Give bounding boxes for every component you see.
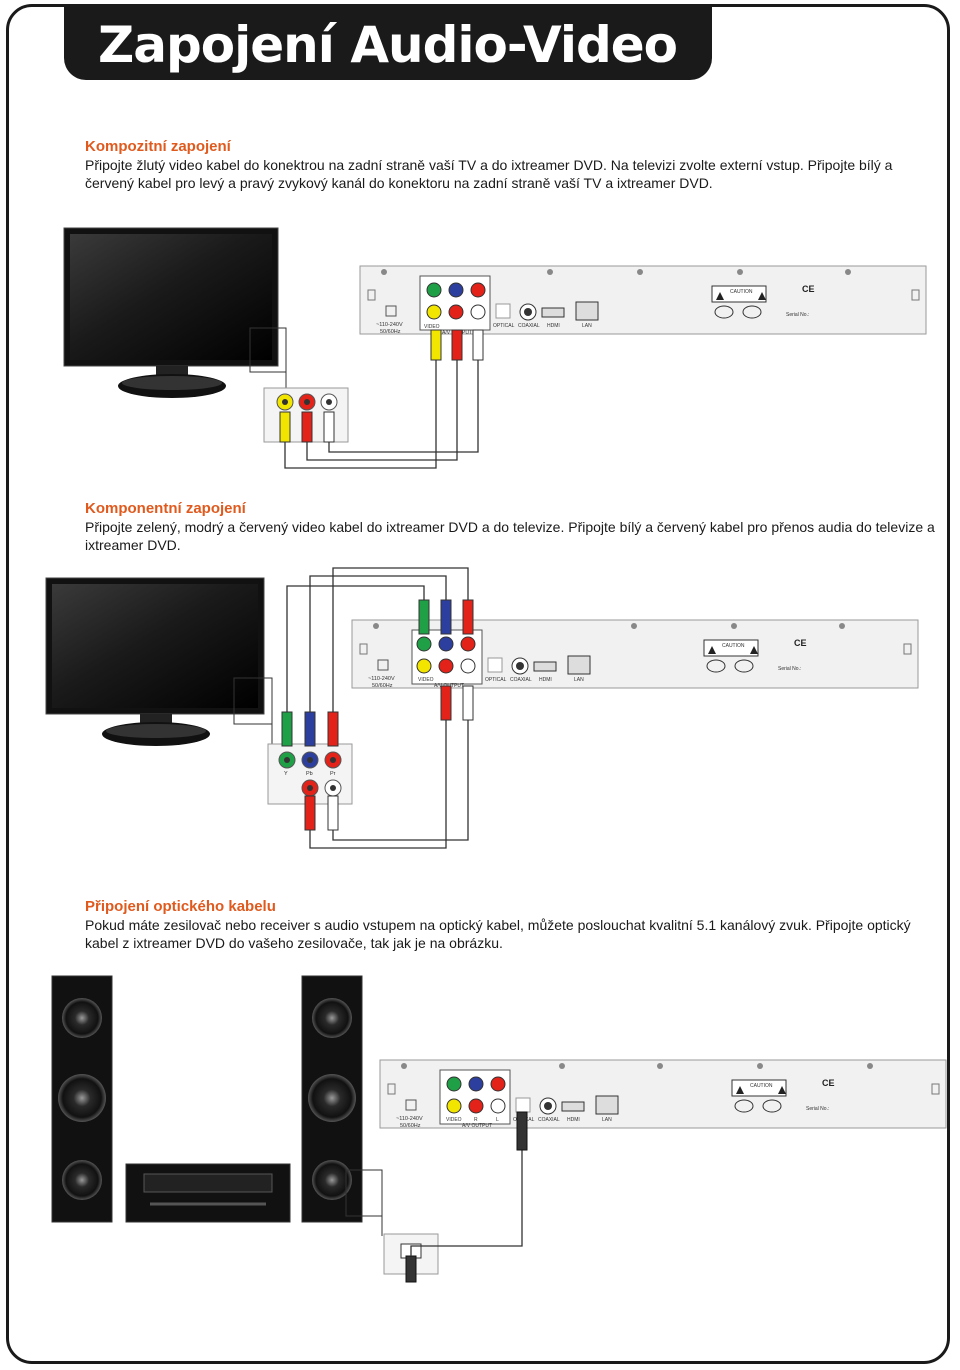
power-label: ~110-240V — [376, 322, 403, 328]
coaxial-label: COAXIAL — [518, 323, 540, 329]
amplifier-icon — [125, 1163, 291, 1223]
dvd-rear-panel: ~110-240V 50/60Hz VIDEO A/V OUTPUT OPTIC… — [351, 619, 919, 689]
composite-cables — [284, 360, 479, 469]
l-label: L — [496, 1117, 499, 1123]
rca-plug-red — [327, 711, 339, 747]
rca-plug-white — [323, 411, 335, 443]
rca-plug-red — [304, 795, 316, 831]
section-optical: Připojení optického kabelu Pokud máte ze… — [85, 898, 935, 952]
caution-label: CAUTION — [722, 643, 745, 649]
section-text: Připojte žlutý video kabel do konektrou … — [85, 157, 893, 191]
hdmi-label: HDMI — [567, 1117, 580, 1123]
section-text: Pokud máte zesilovač nebo receiver s aud… — [85, 917, 911, 951]
optical-cable — [410, 1150, 523, 1256]
r-label: R — [474, 1117, 478, 1123]
rca-plug-red — [301, 411, 313, 443]
svg-text:CE: CE — [802, 284, 815, 294]
tv-input-panel: Y Pb Pr — [267, 743, 353, 805]
optical-label: OPTICAL — [485, 677, 507, 683]
lan-label: LAN — [582, 323, 592, 329]
speaker-icon — [301, 975, 363, 1223]
serial-label: Serial No.: — [778, 666, 801, 672]
dvd-rear-panel: ~110-240V 50/60Hz VIDEO A/V OUTPUT OPTIC… — [359, 265, 927, 336]
svg-text:CE: CE — [794, 638, 807, 648]
optical-plug — [516, 1111, 528, 1151]
section-title: Kompozitní zapojení — [85, 138, 231, 155]
section-title: Připojení optického kabelu — [85, 898, 276, 915]
rca-plug-white — [327, 795, 339, 831]
coaxial-label: COAXIAL — [538, 1117, 560, 1123]
serial-label: Serial No.: — [806, 1106, 829, 1112]
rca-plug-yellow — [279, 411, 291, 443]
speaker-icon — [51, 975, 113, 1223]
pb-label: Pb — [306, 771, 313, 777]
rca-plug-green — [281, 711, 293, 747]
component-cables — [286, 567, 469, 849]
freq-label: 50/60Hz — [400, 1123, 421, 1129]
coaxial-label: COAXIAL — [510, 677, 532, 683]
section-component: Komponentní zapojení Připojte zelený, mo… — [85, 500, 935, 554]
power-label: ~110-240V — [396, 1116, 423, 1122]
header-banner — [64, 6, 712, 80]
page-title: Zapojení Audio-Video — [98, 16, 678, 74]
optical-label: OPTICAL — [493, 323, 515, 329]
y-label: Y — [284, 771, 288, 777]
hdmi-label: HDMI — [539, 677, 552, 683]
lan-label: LAN — [602, 1117, 612, 1123]
video-label: VIDEO — [418, 677, 434, 683]
section-title: Komponentní zapojení — [85, 500, 246, 517]
page-frame — [6, 4, 950, 1364]
power-label: ~110-240V — [368, 676, 395, 682]
section-composite: Kompozitní zapojení Připojte žlutý video… — [85, 138, 935, 192]
av-output-label: A/V OUTPUT — [462, 1123, 492, 1129]
optical-plug — [405, 1255, 417, 1283]
tv-icon — [63, 227, 279, 398]
tv-icon — [45, 577, 265, 746]
section-text: Připojte zelený, modrý a červený video k… — [85, 519, 935, 553]
freq-label: 50/60Hz — [372, 683, 393, 689]
serial-label: Serial No.: — [786, 312, 809, 318]
dvd-rear-panel: ~110-240V 50/60Hz VIDEO R L A/V OUTPUT O… — [379, 1059, 947, 1129]
rca-plug-blue — [304, 711, 316, 747]
pr-label: Pr — [330, 771, 336, 777]
caution-label: CAUTION — [750, 1083, 773, 1089]
lan-label: LAN — [574, 677, 584, 683]
caution-label: CAUTION — [730, 289, 753, 295]
tv-input-callout — [249, 327, 287, 373]
video-label: VIDEO — [424, 324, 440, 330]
svg-text:CE: CE — [822, 1078, 835, 1088]
hdmi-label: HDMI — [547, 323, 560, 329]
freq-label: 50/60Hz — [380, 329, 401, 335]
video-label: VIDEO — [446, 1117, 462, 1123]
tv-input-callout — [233, 677, 273, 725]
amp-input-callout — [345, 1169, 383, 1217]
